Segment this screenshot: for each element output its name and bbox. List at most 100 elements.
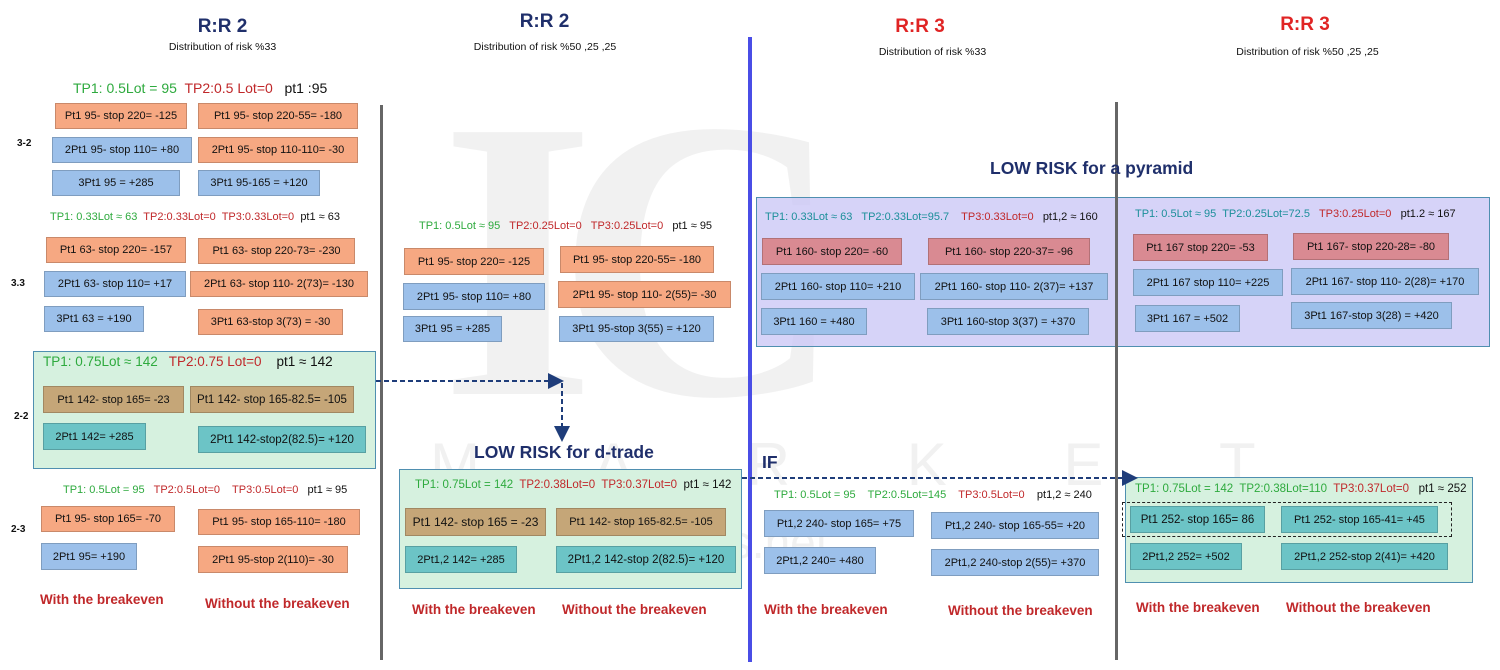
tp3-label: TP3:0.33Lot=0	[961, 211, 1034, 223]
col4-s1-box6: 3Pt1 167-stop 3(28) = +420	[1291, 302, 1452, 329]
col3-s1-box4: 2Pt1 160- stop 110- 2(37)= +137	[920, 273, 1108, 300]
col1-s2-box1: Pt1 63- stop 220= -157	[46, 237, 186, 263]
col1-s2-box6: 3Pt1 63-stop 3(73) = -30	[198, 309, 343, 335]
col4-s2-box3: 2Pt1,2 252= +502	[1130, 543, 1242, 570]
tp3-label: TP3:0.25Lot=0	[590, 220, 664, 232]
pt1-label: pt1 :95	[284, 80, 328, 96]
pt1-label: pt1 ≈ 95	[672, 220, 713, 232]
col4-subtitle: Distribution of risk %50 ,25 ,25	[1236, 46, 1379, 58]
col2-s2-box3: 2Pt1,2 142= +285	[405, 546, 517, 573]
col4-s2-box4: 2Pt1,2 252-stop 2(41)= +420	[1281, 543, 1448, 570]
col1-s1-box1: Pt1 95- stop 220= -125	[55, 103, 187, 129]
col1-s2-box5: 3Pt1 63 = +190	[44, 306, 144, 332]
tp2-label: TP2:0.38Lot=110	[1239, 483, 1328, 495]
tp1-label: TP1: 0.33Lot ≈ 63	[50, 211, 138, 223]
if-label: IF	[762, 452, 778, 472]
col3-s1-box1: Pt1 160- stop 220= -60	[762, 238, 902, 265]
tp1-label: TP1: 0.75Lot = 142	[1135, 483, 1234, 495]
tp1-label: TP1: 0.5Lot ≈ 95	[419, 220, 501, 232]
col1-s2-box3: 2Pt1 63- stop 110= +17	[44, 271, 186, 297]
col1-s4-box2: Pt1 95- stop 165-110= -180	[198, 509, 360, 535]
col1-header: R:R 2	[197, 16, 248, 37]
col2-low-risk-title: LOW RISK for d-trade	[474, 442, 654, 462]
tp1-label: TP1: 0.33Lot ≈ 63	[765, 211, 853, 223]
col1-subtitle: Distribution of risk %33	[168, 41, 277, 53]
col4-s2-box2: Pt1 252- stop 165-41= +45	[1281, 506, 1438, 533]
col3-without-breakeven: Without the breakeven	[948, 603, 1093, 618]
col1-s1-box3: 2Pt1 95- stop 110= +80	[52, 137, 192, 163]
col2-header: R:R 2	[519, 11, 570, 32]
tp3-label: TP3:0.37Lot=0	[601, 479, 678, 491]
col3-s2-box2: Pt1,2 240- stop 165-55= +20	[931, 512, 1099, 539]
col2-without-breakeven: Without the breakeven	[562, 602, 707, 617]
col4-s1-box4: 2Pt1 167- stop 110- 2(28)= +170	[1291, 268, 1479, 295]
tp2-label: TP2:0.5Lot=0	[153, 484, 220, 496]
col3-header: R:R 3	[895, 16, 945, 37]
col4-with-breakeven: With the breakeven	[1136, 600, 1260, 615]
pt1-label: pt1,2 ≈ 240	[1036, 489, 1092, 501]
col4-without-breakeven: Without the breakeven	[1286, 600, 1431, 615]
pyramid-title: LOW RISK for a pyramid	[990, 158, 1194, 178]
col2-s1-box1: Pt1 95- stop 220= -125	[404, 248, 544, 275]
col2-s1-box2: Pt1 95- stop 220-55= -180	[560, 246, 714, 273]
col3-s2-tp-line: TP1: 0.5Lot = 95 TP2:0.5Lot=145 TP3:0.5L…	[774, 489, 1092, 501]
tp1-label: TP1: 0.5Lot = 95	[63, 484, 145, 496]
pt1-label: pt1 ≈ 142	[683, 479, 732, 491]
col4-s2-tp-line: TP1: 0.75Lot = 142 TP2:0.38Lot=110 TP3:0…	[1135, 483, 1467, 495]
tp2-label: TP2:0.5 Lot=0	[184, 80, 273, 96]
col4-header: R:R 3	[1280, 14, 1330, 35]
tp3-label: TP3:0.33Lot=0	[221, 211, 295, 223]
col2-with-breakeven: With the breakeven	[412, 602, 536, 617]
col1-s3-box3: 2Pt1 142= +285	[43, 423, 146, 450]
col4-s1-box3: 2Pt1 167 stop 110= +225	[1133, 269, 1283, 296]
col1-s2-box2: Pt1 63- stop 220-73= -230	[198, 238, 355, 264]
col1-s3-box1: Pt1 142- stop 165= -23	[43, 386, 184, 413]
col1-without-breakeven: Without the breakeven	[205, 596, 350, 611]
tp1-label: TP1: 0.75Lot ≈ 142	[43, 354, 158, 369]
col1-s3-box4: 2Pt1 142-stop2(82.5)= +120	[198, 426, 366, 453]
divider-center	[748, 37, 752, 662]
row-label-3-3: 3.3	[11, 278, 25, 289]
col1-s1-box2: Pt1 95- stop 220-55= -180	[198, 103, 358, 129]
col2-s2-tp-line: TP1: 0.75Lot = 142 TP2:0.38Lot=0 TP3:0.3…	[415, 479, 731, 491]
pt1-label: pt1 ≈ 63	[300, 211, 340, 223]
col2-s1-box5: 3Pt1 95 = +285	[403, 316, 502, 342]
tp1-label: TP1: 0.75Lot = 142	[415, 479, 514, 491]
row-label-2-2: 2-2	[14, 411, 29, 422]
divider-col3-col4	[1115, 102, 1118, 660]
col4-s2-box1: Pt1 252- stop 165= 86	[1130, 506, 1265, 533]
col1-with-breakeven: With the breakeven	[40, 592, 164, 607]
tp2-label: TP2:0.25Lot=72.5	[1222, 208, 1310, 220]
tp1-label: TP1: 0.5Lot ≈ 95	[1135, 208, 1217, 220]
col3-s2-box3: 2Pt1,2 240= +480	[764, 547, 876, 574]
col1-s1-box6: 3Pt1 95-165 = +120	[198, 170, 320, 196]
col4-s1-box2: Pt1 167- stop 220-28= -80	[1293, 233, 1449, 260]
col3-s2-box4: 2Pt1,2 240-stop 2(55)= +370	[931, 549, 1099, 576]
tp2-label: TP2:0.33Lot=0	[143, 211, 216, 223]
col4-s1-box1: Pt1 167 stop 220= -53	[1133, 234, 1268, 261]
col1-s3-box2: Pt1 142- stop 165-82.5= -105	[190, 386, 354, 413]
tp2-label: TP2:0.33Lot=95.7	[861, 211, 950, 223]
col1-s2-tp-line: TP1: 0.33Lot ≈ 63 TP2:0.33Lot=0 TP3:0.33…	[50, 211, 340, 223]
tp3-label: TP3:0.5Lot=0	[958, 489, 1025, 501]
col1-s1-tp-line: TP1: 0.5Lot = 95 TP2:0.5 Lot=0 pt1 :95	[73, 80, 327, 96]
tp3-label: TP3:0.25Lot=0	[1318, 208, 1392, 220]
col2-s1-box6: 3Pt1 95-stop 3(55) = +120	[559, 316, 714, 342]
col2-s1-tp-line: TP1: 0.5Lot ≈ 95 TP2:0.25Lot=0 TP3:0.25L…	[419, 220, 712, 232]
col4-dashed-highlight	[1122, 502, 1452, 537]
col3-s2-box1: Pt1,2 240- stop 165= +75	[764, 510, 914, 537]
tp3-label: TP3:0.37Lot=0	[1333, 483, 1410, 495]
col3-subtitle: Distribution of risk %33	[878, 46, 987, 58]
col2-subtitle: Distribution of risk %50 ,25 ,25	[473, 41, 617, 53]
col2-s2-box4: 2Pt1,2 142-stop 2(82.5)= +120	[556, 546, 736, 573]
col2-s2-box1: Pt1 142- stop 165 = -23	[405, 508, 546, 536]
tp2-label: TP2:0.5Lot=145	[867, 489, 947, 501]
col4-s1-tp-line: TP1: 0.5Lot ≈ 95 TP2:0.25Lot=72.5 TP3:0.…	[1135, 208, 1456, 220]
col1-s4-tp-line: TP1: 0.5Lot = 95 TP2:0.5Lot=0 TP3:0.5Lot…	[63, 484, 347, 496]
pt1-label: pt1 ≈ 95	[307, 484, 348, 496]
tp1-label: TP1: 0.5Lot = 95	[73, 80, 177, 96]
col3-s1-box3: 2Pt1 160- stop 110= +210	[761, 273, 915, 300]
tp1-label: TP1: 0.5Lot = 95	[774, 489, 856, 501]
col2-s1-box4: 2Pt1 95- stop 110- 2(55)= -30	[558, 281, 731, 308]
col3-with-breakeven: With the breakeven	[764, 602, 888, 617]
